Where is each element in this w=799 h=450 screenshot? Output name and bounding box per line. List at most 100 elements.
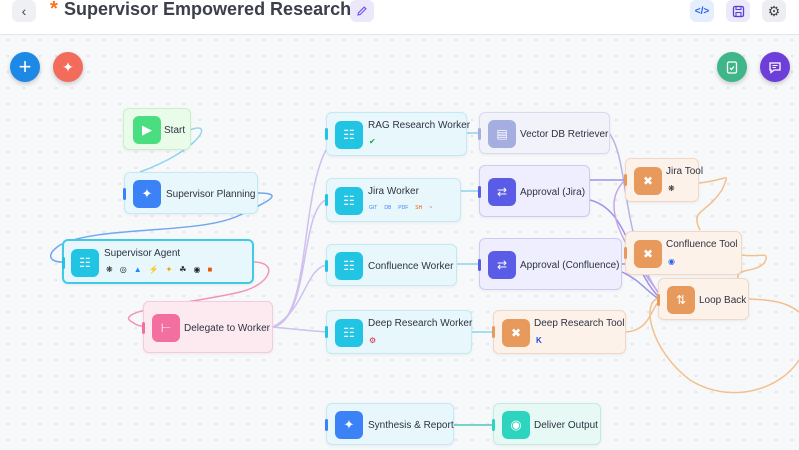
input-handle[interactable] xyxy=(624,247,627,259)
node-delegate-to-worker[interactable]: ⊢ Delegate to Worker xyxy=(142,301,273,353)
tool-icon: ✖ xyxy=(510,326,522,340)
back-button[interactable]: ‹ xyxy=(12,0,36,22)
jira-integration-icon: ❋ xyxy=(668,184,675,193)
node-label: Jira Worker xyxy=(368,186,419,197)
input-handle[interactable] xyxy=(325,194,328,206)
node-label: Deep Research Worker xyxy=(368,318,473,329)
tool-badges: ◉ xyxy=(668,257,675,266)
input-handle[interactable] xyxy=(325,419,328,431)
node-icon: ☷ xyxy=(335,187,363,215)
research-tool-icon: ⚙ xyxy=(369,336,377,345)
input-handle[interactable] xyxy=(492,326,495,338)
node-icon: ☷ xyxy=(335,121,363,149)
view-code-button[interactable]: </> xyxy=(690,0,714,22)
node-label: Deep Research Tool xyxy=(534,318,625,329)
node-icon: ⇄ xyxy=(488,251,516,279)
sparkles-icon: ✦ xyxy=(343,417,355,432)
tool-8-icon: ■ xyxy=(207,265,213,274)
input-handle[interactable] xyxy=(325,128,328,140)
message-icon: ◉ xyxy=(510,417,522,432)
input-handle[interactable] xyxy=(123,188,126,200)
research-integration-icon: K xyxy=(536,336,542,345)
sparkles-icon: ✦ xyxy=(62,58,74,75)
input-handle[interactable] xyxy=(142,322,145,334)
branch-icon: ⊢ xyxy=(160,321,172,335)
node-label: Approval (Jira) xyxy=(520,187,586,198)
tool-badges: ⚙ xyxy=(369,336,376,345)
node-icon: ⊢ xyxy=(152,314,180,342)
node-icon: ▤ xyxy=(488,120,516,148)
robot-icon: ☷ xyxy=(343,258,355,273)
input-handle[interactable] xyxy=(492,419,495,431)
save-icon xyxy=(732,5,744,17)
node-confluence-tool[interactable]: ✖ Confluence Tool ◉ xyxy=(624,231,742,275)
top-bar: ‹ * Supervisor Empowered Research </> ⚙ xyxy=(0,0,799,35)
node-icon: ✖ xyxy=(502,319,530,347)
save-button[interactable] xyxy=(726,0,750,22)
node-deep-research-worker[interactable]: ☷ Deep Research Worker ⚙ xyxy=(325,310,473,354)
input-handle[interactable] xyxy=(325,326,328,338)
node-approval-jira[interactable]: ⇄ Approval (Jira) xyxy=(478,165,590,217)
node-deep-research-tool[interactable]: ✖ Deep Research Tool K xyxy=(492,310,626,354)
chat-button[interactable] xyxy=(760,52,790,82)
node-loop-back[interactable]: ⇅ Loop Back xyxy=(657,278,749,320)
node-icon: ☷ xyxy=(71,249,99,277)
input-handle[interactable] xyxy=(478,186,481,198)
node-jira-worker[interactable]: ☷ Jira Worker GIT DB PDF SH ~ xyxy=(325,178,461,222)
node-supervisor-agent[interactable]: ☷ Supervisor Agent ❋ ◎ ▲ ⚡ ✦ ☘ ◉ ■ xyxy=(62,239,254,284)
add-node-button[interactable]: + xyxy=(10,52,40,82)
node-jira-tool[interactable]: ✖ Jira Tool ❋ xyxy=(624,158,703,202)
node-confluence-worker[interactable]: ☷ Confluence Worker xyxy=(325,244,457,286)
node-supervisor-planning[interactable]: ✦ Supervisor Planning xyxy=(123,172,258,214)
robot-icon: ☷ xyxy=(79,255,91,270)
node-label: Deliver Output xyxy=(534,420,598,431)
tool-badges: GIT DB PDF SH ~ xyxy=(369,205,432,211)
node-icon: ⇄ xyxy=(488,178,516,206)
tool-4-icon: ⚡ xyxy=(148,265,159,274)
robot-icon: ☷ xyxy=(343,325,355,340)
node-start[interactable]: ▶ Start xyxy=(123,108,191,150)
tool-icon: ✖ xyxy=(642,247,654,261)
input-handle[interactable] xyxy=(62,257,65,269)
generate-button[interactable]: ✦ xyxy=(53,52,83,82)
pencil-icon xyxy=(357,6,367,16)
play-icon: ▶ xyxy=(142,122,152,137)
node-deliver-output[interactable]: ◉ Deliver Output xyxy=(492,403,601,445)
tool-7-icon: ◉ xyxy=(193,265,201,274)
node-rag-research-worker[interactable]: ☷ RAG Research Worker ✔ xyxy=(325,112,470,156)
input-handle[interactable] xyxy=(657,294,660,306)
validate-button[interactable] xyxy=(717,52,747,82)
input-handle[interactable] xyxy=(478,128,481,140)
tool-icon: ✖ xyxy=(642,174,654,188)
node-label: Synthesis & Report xyxy=(368,420,454,431)
tool-badge: PDF xyxy=(398,205,409,211)
robot-icon: ☷ xyxy=(343,127,355,142)
chat-bubble-icon xyxy=(769,62,781,74)
node-icon: ◉ xyxy=(502,411,530,439)
input-handle[interactable] xyxy=(624,174,627,186)
tool-badges: K xyxy=(536,336,542,345)
confluence-integration-icon: ◉ xyxy=(668,257,675,266)
tool-badge: GIT xyxy=(369,205,378,211)
node-icon: ✖ xyxy=(634,167,662,195)
node-approval-confluence[interactable]: ⇄ Approval (Confluence) xyxy=(478,238,622,290)
swap-icon: ⇄ xyxy=(496,185,508,199)
retriever-tool-icon: ✔ xyxy=(369,137,376,146)
node-synthesis-report[interactable]: ✦ Synthesis & Report xyxy=(325,403,454,445)
tool-3-icon: ▲ xyxy=(133,265,142,274)
tool-badges: ❋ ◎ ▲ ⚡ ✦ ☘ ◉ ■ xyxy=(106,265,212,274)
node-label: Delegate to Worker xyxy=(184,323,270,334)
tool-badge: ~ xyxy=(429,205,433,211)
input-handle[interactable] xyxy=(478,259,481,271)
node-label: Supervisor Agent xyxy=(104,248,181,259)
edit-title-button[interactable] xyxy=(350,0,374,22)
node-label: Vector DB Retriever xyxy=(520,129,609,140)
input-handle[interactable] xyxy=(325,260,328,272)
tool-5-icon: ✦ xyxy=(165,265,173,274)
flow-title: Supervisor Empowered Research xyxy=(64,0,352,19)
settings-button[interactable]: ⚙ xyxy=(762,0,786,22)
node-vector-db-retriever[interactable]: ▤ Vector DB Retriever xyxy=(478,112,610,154)
swap-icon: ⇄ xyxy=(496,258,508,272)
node-icon: ⇅ xyxy=(667,286,695,314)
